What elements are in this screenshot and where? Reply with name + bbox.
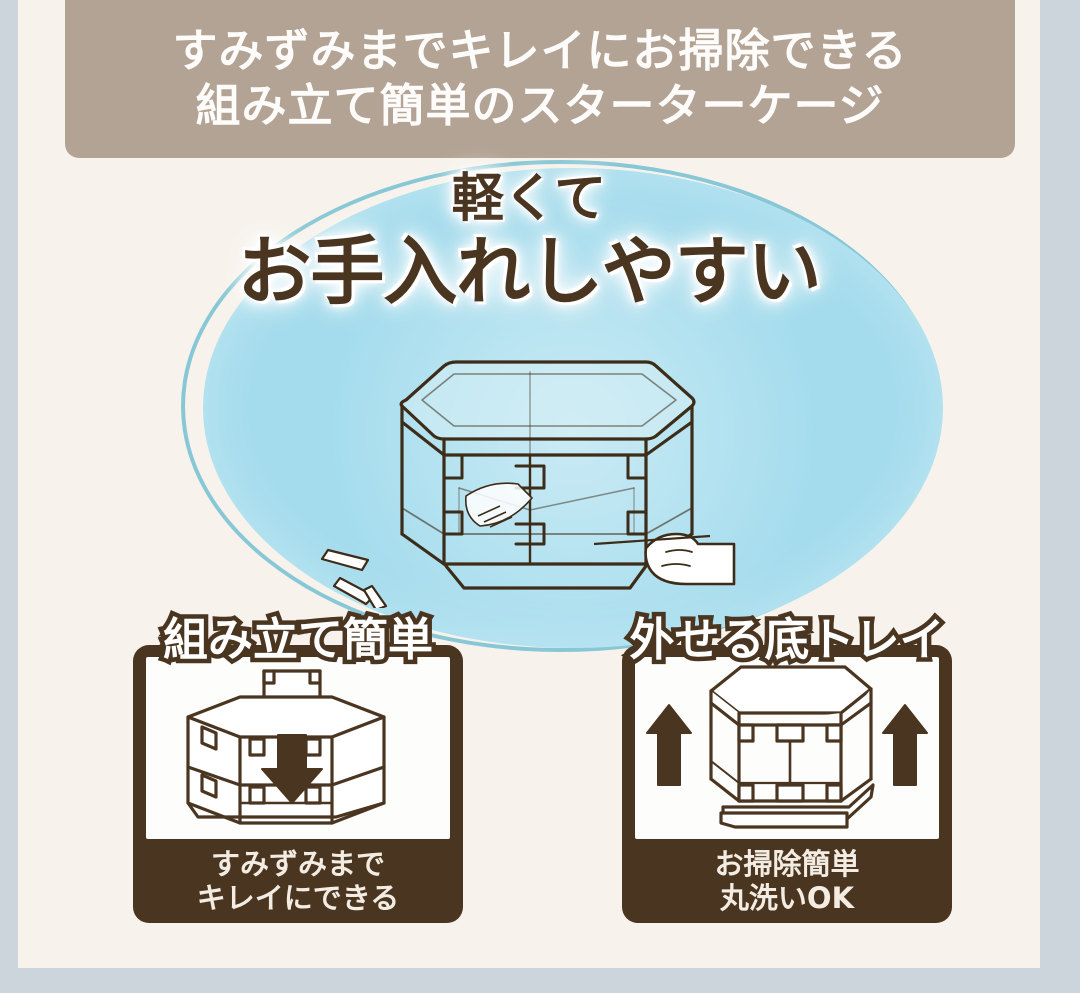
feature-card-tray-panel	[635, 657, 939, 839]
hero-text-block: 軽くて お手入れしやすい	[18, 172, 1040, 313]
feature-card-assembly-caption: すみずみまで キレイにできる	[146, 847, 450, 915]
tray-caption-line-1: お掃除簡単	[714, 847, 860, 881]
tray-caption-line-2: 丸洗いOK	[719, 881, 855, 916]
cage-wiping-illustration	[294, 338, 764, 608]
feature-card-tray[interactable]: 外せる底トレイ	[622, 609, 952, 923]
down-arrow-icon	[261, 734, 323, 804]
hero-headline: お手入れしやすい	[237, 228, 821, 315]
hero-sub-headline: 軽くて	[451, 169, 607, 229]
header-banner: すみずみまでキレイにお掃除できる 組み立て簡単のスターターケージ	[65, 0, 1015, 158]
hero-oval-background	[203, 168, 943, 648]
assembly-caption-line-2: キレイにできる	[196, 881, 400, 916]
banner-line-1: すみずみまでキレイにお掃除できる	[172, 23, 908, 77]
feature-cards: 組み立て簡単	[18, 609, 1040, 930]
page-background: すみずみまでキレイにお掃除できる 組み立て簡単のスターターケージ 軽くて お手入…	[18, 0, 1040, 968]
feature-card-assembly-panel	[146, 657, 450, 839]
up-arrow-right-icon	[882, 704, 928, 786]
assembly-caption-line-1: すみずみまで	[210, 847, 385, 881]
up-arrow-left-icon	[646, 704, 692, 786]
feature-card-assembly-title: 組み立て簡単	[158, 609, 437, 671]
hero-section: 軽くて お手入れしやすい	[18, 158, 1040, 658]
feature-card-tray-title: 外せる底トレイ	[625, 609, 949, 671]
feature-card-assembly[interactable]: 組み立て簡単	[133, 609, 463, 923]
feature-card-tray-caption: お掃除簡単 丸洗いOK	[635, 847, 939, 915]
banner-line-2: 組み立て簡単のスターターケージ	[195, 79, 885, 132]
